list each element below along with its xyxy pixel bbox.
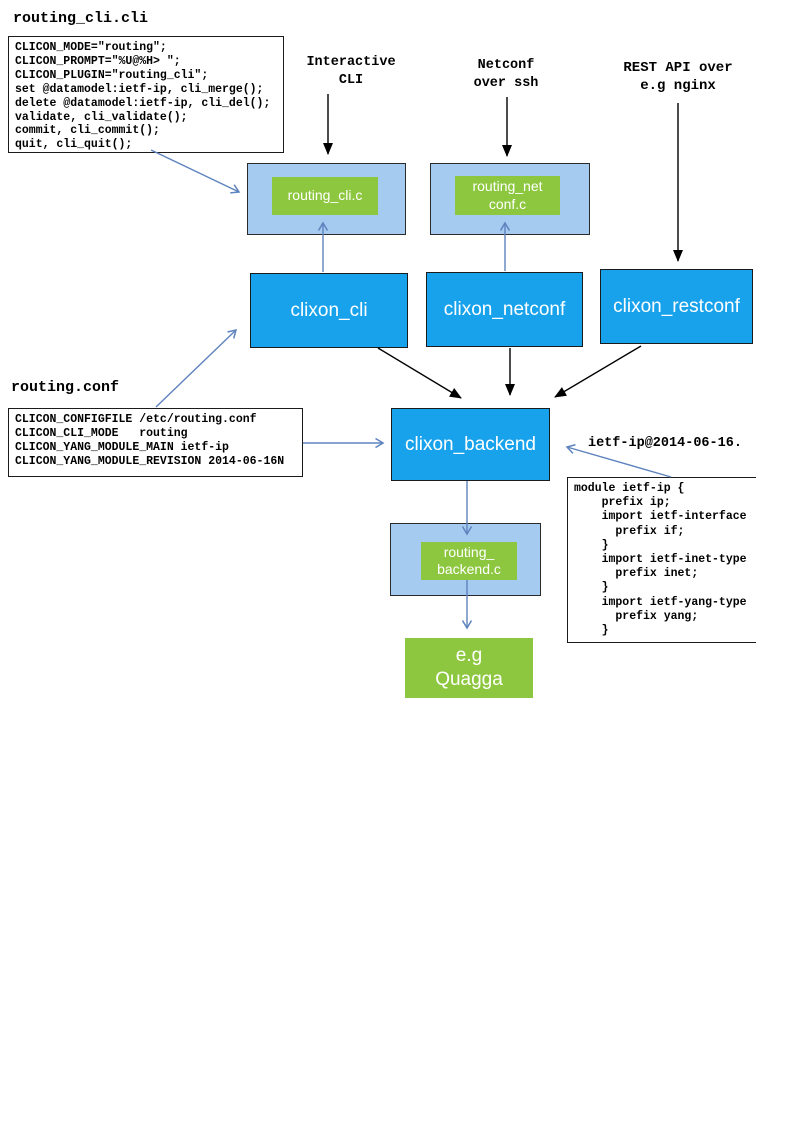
node-clixon-backend: clixon_backend xyxy=(391,408,550,481)
node-clixon-netconf: clixon_netconf xyxy=(426,272,583,347)
node-clixon-restconf: clixon_restconf xyxy=(600,269,753,344)
node-routing-netconf-c: routing_net conf.c xyxy=(455,176,560,215)
node-routing-cli-c: routing_cli.c xyxy=(272,177,378,215)
conf-file-title: routing.conf xyxy=(11,379,120,396)
arrow-restconf-to-backend xyxy=(554,345,642,398)
yang-file-title: ietf-ip@2014-06-16. xyxy=(588,436,742,451)
conf-code-box: CLICON_CONFIGFILE /etc/routing.conf CLIC… xyxy=(8,408,303,477)
arrow-cli-to-backend xyxy=(377,347,462,399)
yang-code-box: module ietf-ip { prefix ip; import ietf-… xyxy=(567,477,756,643)
arrow-yang-to-backend xyxy=(565,444,672,478)
node-quagga: e.g Quagga xyxy=(405,638,533,698)
node-clixon-cli: clixon_cli xyxy=(250,273,408,348)
node-routing-backend-c: routing_ backend.c xyxy=(421,542,517,580)
arrow-conf-to-clixoncli xyxy=(155,328,238,408)
arrow-clispec-to-cli-plugin xyxy=(150,149,241,194)
netconf-over-ssh-label: Netconf over ssh xyxy=(473,58,539,91)
cli-spec-code-box: CLICON_MODE="routing"; CLICON_PROMPT="%U… xyxy=(8,36,284,153)
cli-spec-file-title: routing_cli.cli xyxy=(13,10,149,27)
rest-api-label: REST API over e.g nginx xyxy=(623,60,733,94)
interactive-cli-label: Interactive CLI xyxy=(306,55,396,88)
